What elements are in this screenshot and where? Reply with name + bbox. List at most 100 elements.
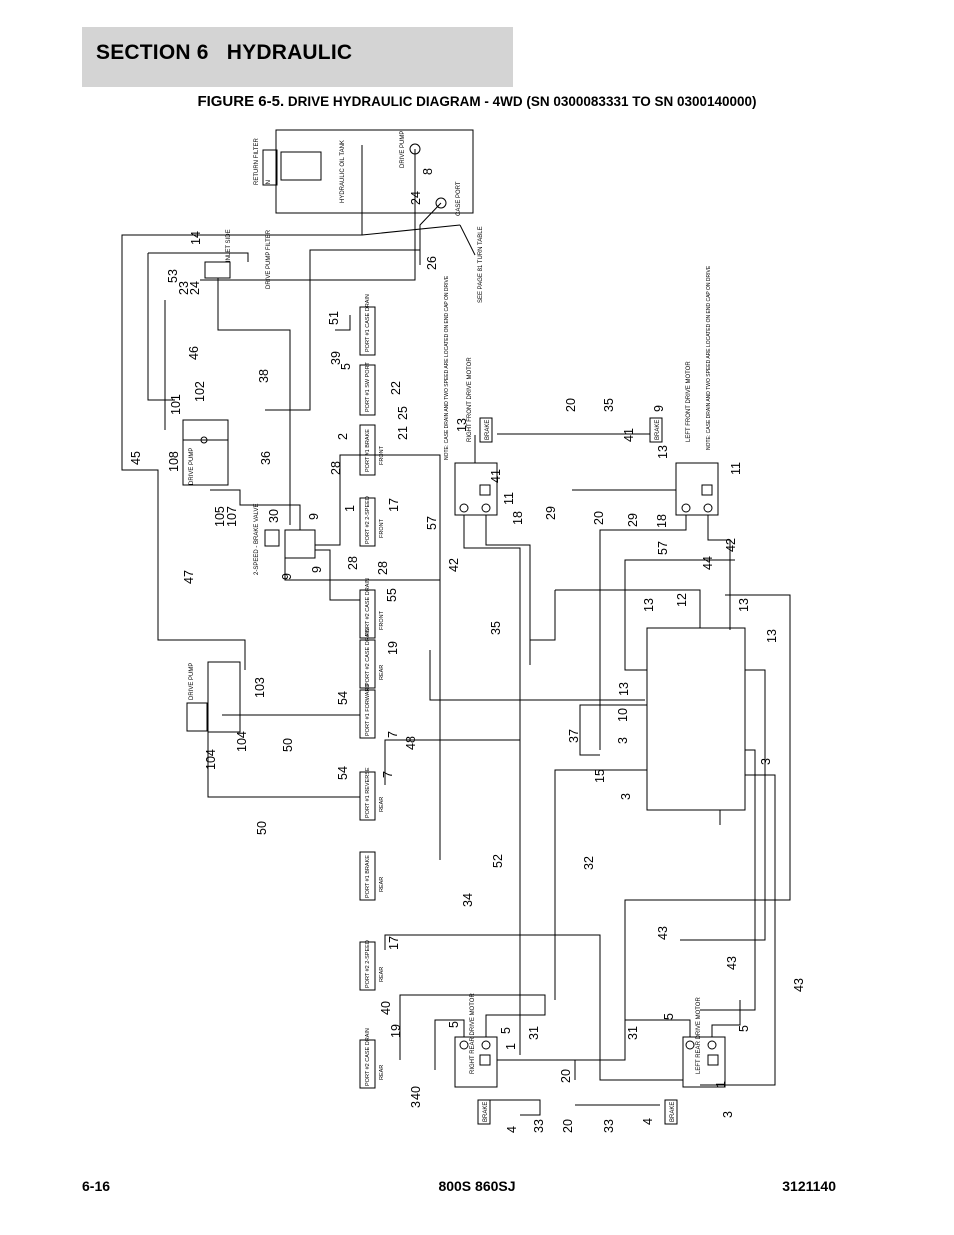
callout-number: 24 — [409, 191, 423, 205]
port-box — [359, 689, 376, 739]
brake-box — [649, 417, 663, 443]
callout-number: 11 — [729, 462, 743, 475]
port-sub: REAR — [379, 1065, 385, 1080]
main-valve-block — [646, 627, 746, 811]
callout-number: 57 — [656, 541, 670, 555]
callout-number: 9 — [310, 566, 324, 573]
port-box — [359, 771, 376, 821]
brake-label-2: BRAKE — [655, 420, 661, 440]
case-port-label: CASE PORT — [456, 181, 462, 216]
port-box — [359, 589, 376, 639]
inlet-side-label: INLET SIDE — [226, 229, 232, 262]
port-sub: FRONT — [379, 445, 385, 465]
callout-number: 50 — [255, 821, 269, 835]
callout-number: 42 — [724, 538, 738, 552]
callout-number: 5 — [737, 1025, 751, 1032]
callout-number: 28 — [329, 461, 343, 475]
port-label: PORT #2 CASE DRAIN — [365, 628, 371, 686]
callout-number: 108 — [167, 451, 181, 472]
callout-number: 10 — [616, 708, 630, 722]
port-label: PORT #2 2-SPEED — [365, 496, 371, 544]
drive-pump-filter — [204, 261, 231, 279]
callout-number: 22 — [389, 381, 403, 395]
port-label: PORT #2 CASE DRAIN — [365, 578, 371, 636]
return-filter — [262, 149, 278, 186]
section-header: SECTION 6 HYDRAULIC — [82, 27, 513, 87]
callout-number: 4 — [505, 1126, 519, 1133]
callout-number: 53 — [166, 269, 180, 283]
callout-number: 13 — [765, 629, 779, 643]
see-page-label: SEE PAGE 81 TURN TABLE — [478, 226, 484, 303]
port-label: PORT #2 CASE DRAIN — [365, 1028, 371, 1086]
callout-number: 3 — [759, 758, 773, 765]
callout-number: 33 — [532, 1119, 546, 1133]
callout-number: 3 — [409, 1101, 423, 1108]
callout-number: 36 — [259, 451, 273, 465]
port-label: PORT #1 CASE DRAIN — [365, 294, 371, 352]
callout-number: 31 — [626, 1026, 640, 1040]
callout-number: 31 — [527, 1026, 541, 1040]
callout-number: 28 — [346, 556, 360, 570]
callout-number: 30 — [267, 509, 281, 523]
callout-number: 43 — [725, 956, 739, 970]
brake-label-4: BRAKE — [670, 1102, 676, 1122]
two-speed-valve-label: 2-SPEED - BRAKE VALVE — [254, 504, 260, 575]
callout-number: 48 — [404, 736, 418, 750]
callout-number: 2 — [336, 433, 350, 440]
callout-number: 13 — [642, 598, 656, 612]
port-sub: FRONT — [379, 610, 385, 630]
callout-number: 1 — [714, 1081, 728, 1088]
drive-pump-lower-label: DRIVE PUMP — [189, 663, 195, 700]
lr-motor-label: LEFT REAR DRIVE MOTOR — [696, 997, 702, 1074]
callout-number: 17 — [387, 936, 401, 950]
port-sub: REAR — [379, 967, 385, 982]
callout-number: 38 — [257, 369, 271, 383]
note-front-r: NOTE: CASE DRAIN AND TWO SPEED ARE LOCAT… — [444, 275, 450, 460]
callout-number: 20 — [592, 511, 606, 525]
port-label: PORT #1 BRAKE — [365, 429, 371, 472]
callout-number: 5 — [339, 363, 353, 370]
filter-in-label: IN — [266, 180, 272, 186]
callout-number: 47 — [182, 570, 196, 584]
callout-number: 50 — [281, 738, 295, 752]
two-speed-brake-valve — [284, 529, 316, 559]
callout-number: 1 — [504, 1043, 518, 1050]
callout-number: 13 — [656, 445, 670, 459]
callout-number: 55 — [385, 588, 399, 602]
port-box — [359, 497, 376, 547]
rr-motor-label: RIGHT REAR DRIVE MOTOR — [470, 993, 476, 1074]
note-front-l: NOTE: CASE DRAIN AND TWO SPEED ARE LOCAT… — [706, 265, 712, 450]
port-box — [359, 424, 376, 476]
callout-number: 39 — [329, 351, 343, 365]
callout-number: 20 — [561, 1119, 575, 1133]
callout-number: 3 — [721, 1111, 735, 1118]
lf-drive-motor — [675, 462, 719, 516]
callout-number: 15 — [593, 769, 607, 783]
callout-number: 41 — [622, 428, 636, 442]
brake-box — [477, 1099, 491, 1125]
callout-number: 9 — [652, 405, 666, 412]
figure-title: FIGURE 6-5. DRIVE HYDRAULIC DIAGRAM - 4W… — [0, 93, 954, 110]
lf-motor-label: LEFT FRONT DRIVE MOTOR — [686, 361, 692, 442]
callout-number: 35 — [602, 398, 616, 412]
port-label: PORT #1 SW PORT — [365, 362, 371, 412]
section-title: SECTION 6 HYDRAULIC — [96, 41, 353, 64]
brake-box — [479, 417, 493, 443]
callout-number: 40 — [409, 1086, 423, 1100]
callout-number: 20 — [564, 398, 578, 412]
port-sub: REAR — [379, 877, 385, 892]
callout-number: 18 — [511, 511, 525, 525]
callout-number: 3 — [619, 793, 633, 800]
callout-number: 40 — [379, 1001, 393, 1015]
callout-number: 52 — [491, 854, 505, 868]
callout-number: 13 — [455, 418, 469, 432]
callout-number: 44 — [701, 556, 715, 570]
tank-label: HYDRAULIC OIL TANK — [340, 140, 346, 203]
port-label: PORT #1 REVERSE — [365, 767, 371, 818]
footer-model: 800S 860SJ — [438, 1178, 516, 1194]
callout-number: 28 — [376, 561, 390, 575]
port-box — [359, 364, 376, 416]
callout-number: 5 — [662, 1013, 676, 1020]
port-label: PORT #1 BRAKE — [365, 855, 371, 898]
port-box — [359, 941, 376, 991]
